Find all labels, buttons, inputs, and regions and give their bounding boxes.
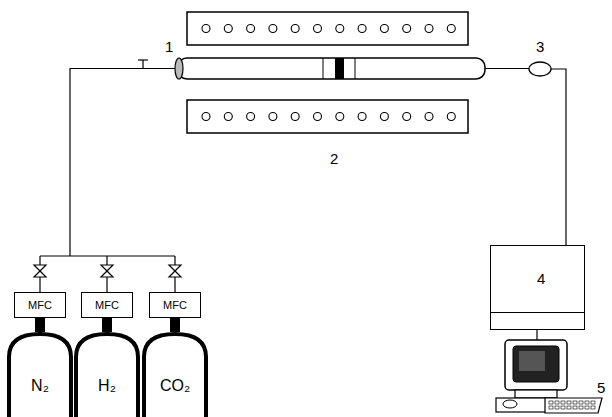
- valve-handle: [138, 59, 148, 60]
- cylinder-necks: [35, 318, 180, 332]
- gas-cylinder: N₂: [6, 331, 74, 417]
- outlet-line: [551, 69, 566, 245]
- computer-symbol: [496, 340, 602, 413]
- callout-number: 3: [536, 38, 544, 55]
- gas-name: N₂: [31, 377, 49, 395]
- gas-connector: [106, 318, 108, 331]
- gas-name: H₂: [98, 377, 116, 395]
- furnace-lower: [187, 100, 468, 133]
- cylinder-outline: [6, 331, 74, 417]
- callout-number: 1: [165, 38, 173, 55]
- panel-divider: [491, 312, 584, 313]
- outlet-line: [485, 68, 529, 69]
- callout-number: 5: [597, 379, 605, 396]
- cylinder-outline: [73, 331, 141, 417]
- tube-inlet: [175, 58, 183, 79]
- box-label: MFC: [28, 299, 52, 311]
- gas-name: CO₂: [160, 377, 190, 395]
- box-label: MFC: [163, 299, 187, 311]
- gas-connector: [39, 318, 41, 331]
- sample-holder: [323, 58, 324, 79]
- mass-flow-controller: MFC: [14, 292, 66, 318]
- gas-connector: [174, 318, 176, 331]
- cylinder-outline: [141, 331, 209, 417]
- gas-cylinder: CO₂: [141, 331, 209, 417]
- valve-stem: [142, 60, 143, 69]
- mass-flow-controller: MFC: [149, 292, 201, 318]
- catalyst-bed: [335, 58, 344, 79]
- outlet-trap: [529, 62, 551, 76]
- gas-cylinder: H₂: [73, 331, 141, 417]
- mass-flow-controller: MFC: [81, 292, 133, 318]
- reactor-tube: [178, 58, 485, 79]
- signal-cable: [536, 330, 537, 340]
- sample-holder: [355, 58, 356, 79]
- box-label: MFC: [95, 299, 119, 311]
- gas-line: [70, 69, 175, 257]
- analyzer-box: 4: [490, 245, 585, 330]
- callout-number: 2: [330, 150, 338, 167]
- needle-valves: [34, 265, 181, 277]
- furnace-upper: [187, 12, 468, 45]
- callout-number: 4: [537, 270, 545, 287]
